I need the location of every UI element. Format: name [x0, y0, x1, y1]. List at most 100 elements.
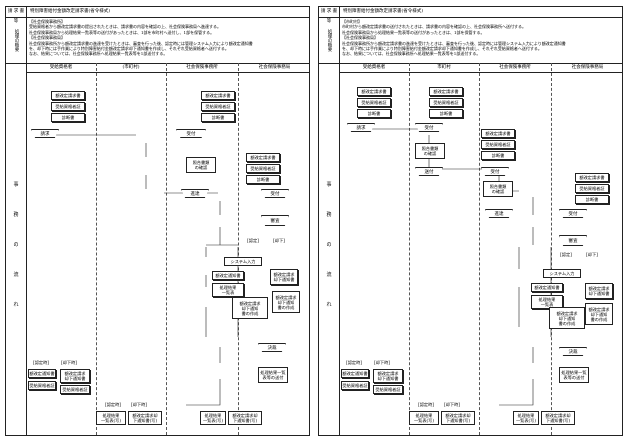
flow-label-char: れ [13, 302, 19, 308]
final-approve-label: [認定時] [343, 359, 365, 366]
column-header: (市町村) [122, 65, 140, 70]
flow-label-char: 務 [326, 212, 332, 218]
bottom-result-copy: 処理結果 一覧表(写) [409, 411, 439, 425]
approve-label: [認定] [555, 251, 577, 258]
bottom-approve-label: [認定時] [102, 401, 124, 408]
doc-certificate: 受給資格者証 [51, 102, 85, 111]
reject-label: [却下] [581, 251, 603, 258]
receive-step: 受付 [176, 129, 206, 138]
reject-make: 額改定請求 却下通知 書の作成 [585, 303, 613, 325]
receive-step: 受付 [415, 123, 443, 132]
bottom-approve-label: [認定時] [415, 401, 437, 408]
bottom-reject-label: [却下時] [441, 401, 463, 408]
process-overview: 処理の概要 【社会保険事務所】 受給資格者から額改定請求書の提出されたときは、請… [6, 17, 309, 64]
notice-doc: 額改定通知書 [531, 283, 563, 292]
doc-diagnosis: 診断書 [357, 109, 391, 118]
doc-request: 額改定請求書 [246, 153, 280, 162]
overview-line: 社会保険事務所から額改定請求書の進達を受けたときは、審査を行った後、認定時には管… [342, 40, 566, 46]
doc-request: 額改定請求書 [429, 87, 463, 96]
doc-request: 額改定請求書 [575, 173, 609, 182]
process-overview: 処理の概要 【市町村】 市町村から額改定請求書の送付されたときは、請求書の内容を… [319, 17, 622, 64]
column-header: 社会保険事務局 [571, 65, 604, 70]
flow-label: 事 務 の 流 れ [6, 63, 27, 435]
column-headers: 受給資格者 (市町村) 社会保険事務所 社会保険事務局 [26, 63, 309, 73]
send-step: 進達 [181, 189, 209, 198]
ledger-check: 照合書類 の確認 [186, 157, 216, 173]
flow-label-char: の [326, 242, 332, 248]
overview-key: 処理の概要 [6, 17, 27, 63]
overview-line: 社会保険事務局から処理結果一覧表等の送付があったときは、1部を保管する。 [342, 29, 485, 35]
lane-divider [96, 63, 97, 435]
doc-diagnosis: 診断書 [575, 195, 609, 204]
overview-line: なお、結果については、社会保険事務所へ処理結果一覧表等を1部送付する。 [29, 51, 168, 57]
request-step: 請求 [31, 129, 59, 138]
final-reject-label: [却下時] [58, 359, 80, 366]
doc-certificate: 受給資格者証 [246, 164, 280, 173]
lane-divider [238, 63, 239, 435]
notice-doc: 額改定通知書 [212, 271, 244, 280]
doc-certificate: 受給資格者証 [201, 102, 235, 111]
doc-diagnosis: 診断書 [481, 151, 515, 160]
column-header: 受給資格者 [49, 65, 73, 70]
receive-step: 受付 [559, 209, 587, 218]
doc-request: 額改定請求書 [481, 129, 515, 138]
final-reject-doc: 額改定請求 却下通知書 [60, 369, 90, 383]
overview-key: 処理の概要 [319, 17, 340, 63]
review-step: 審査 [261, 215, 289, 226]
header-key: 請 求 書 等 [319, 7, 340, 24]
system-input: システム入力 [224, 257, 262, 266]
overview-line: 【社会保険事務所】 [29, 19, 65, 24]
overview-line: 【市町村】 [342, 19, 362, 24]
overview-line: 社会保険事務所から額改定請求書の進達を受けたときは、審査を行った後、認定時には管… [29, 40, 253, 46]
final-cert-doc: 受給資格者証 [341, 381, 369, 390]
doc-diagnosis: 診断書 [429, 109, 463, 118]
approve-process: 額改定請求 却下通知 書の作成 [232, 297, 268, 319]
flow-label-char: 事 [326, 182, 332, 188]
sort-out-step: 決裁 [559, 347, 587, 356]
flowchart-panel-left: 請 求 書 等 特別障害給付金額改定請求書(省令様式) 処理の概要 【社会保険事… [5, 6, 310, 436]
lane-divider [166, 63, 167, 435]
overview-line: 受給資格者から額改定請求書の提出されたときは、請求書の内容を確認の上、社会保険事… [29, 24, 221, 30]
overview-line: 市町村から額改定請求書の送付されたときは、請求書の内容を確認の上、社会保険事務所… [342, 24, 526, 30]
header-row: 請 求 書 等 特別障害給付金額改定請求書(省令様式) [319, 7, 622, 24]
bottom-result-copy: 処理結果 一覧表(写) [96, 411, 126, 425]
doc-certificate: 受給資格者証 [575, 184, 609, 193]
flow-label-char: の [13, 242, 19, 248]
final-notice-doc: 額改定通知書 [28, 369, 56, 378]
column-headers: 受給資格者 市町村 社会保険事務所 社会保険事務局 [339, 63, 622, 73]
bottom-result-list: 処理結果 一覧表(写) [200, 411, 226, 425]
header-value: 特別障害給付金額改定請求書(省令様式) [343, 9, 424, 14]
bottom-reject-copy: 額改定請求却 下通知書(写) [128, 411, 162, 425]
column-header: 受給資格者 [362, 65, 386, 70]
column-header: 社会保険事務所 [186, 65, 218, 70]
bottom-reject-label: [却下時] [128, 401, 150, 408]
doc-diagnosis: 診断書 [246, 175, 280, 184]
flow-label-char: 事 [13, 182, 19, 188]
doc-certificate: 受給資格者証 [481, 140, 515, 149]
result-list-doc: 処理結果 一覧表 [531, 295, 563, 309]
sort-out-step: 決裁 [258, 343, 286, 352]
doc-diagnosis: 診断書 [201, 113, 235, 122]
ledger-check: 照合書類 の確認 [415, 143, 445, 159]
final-cert-doc: 受給資格者証 [28, 381, 56, 390]
overview-line: を、却下時には手作業により特別障害給付金額改定請求却下通知書を作成し、それぞれ受… [342, 46, 542, 52]
reject-notice-doc: 額改定請求 却下通知書 [270, 269, 298, 285]
doc-diagnosis: 診断書 [51, 113, 85, 122]
header-row: 請 求 書 等 特別障害給付金額改定請求書(省令様式) [6, 7, 309, 24]
receive-step: 受付 [481, 167, 509, 176]
lane-divider [551, 63, 552, 435]
column-header: 社会保険事務局 [258, 65, 291, 70]
overview-line: 【社会保険事務局】 [29, 35, 65, 41]
sort-send: 処理結果一覧 表等の送付 [559, 367, 589, 383]
final-reject-label: [却下時] [371, 359, 393, 366]
review-step: 審査 [559, 235, 587, 246]
sort-send: 処理結果一覧 表等の送付 [258, 367, 288, 383]
doc-request: 額改定請求書 [201, 91, 235, 100]
lane-divider [479, 63, 480, 435]
overview-text: 【市町村】 市町村から額改定請求書の送付されたときは、請求書の内容を確認の上、社… [342, 19, 619, 57]
bottom-reject-copy: 額改定請求却 下通知書(写) [441, 411, 475, 425]
request-step: 請求 [347, 123, 375, 132]
flow-label-char: 務 [13, 212, 19, 218]
doc-certificate: 受給資格者証 [357, 98, 391, 107]
final-reject-doc: 額改定請求 却下通知書 [373, 369, 403, 383]
